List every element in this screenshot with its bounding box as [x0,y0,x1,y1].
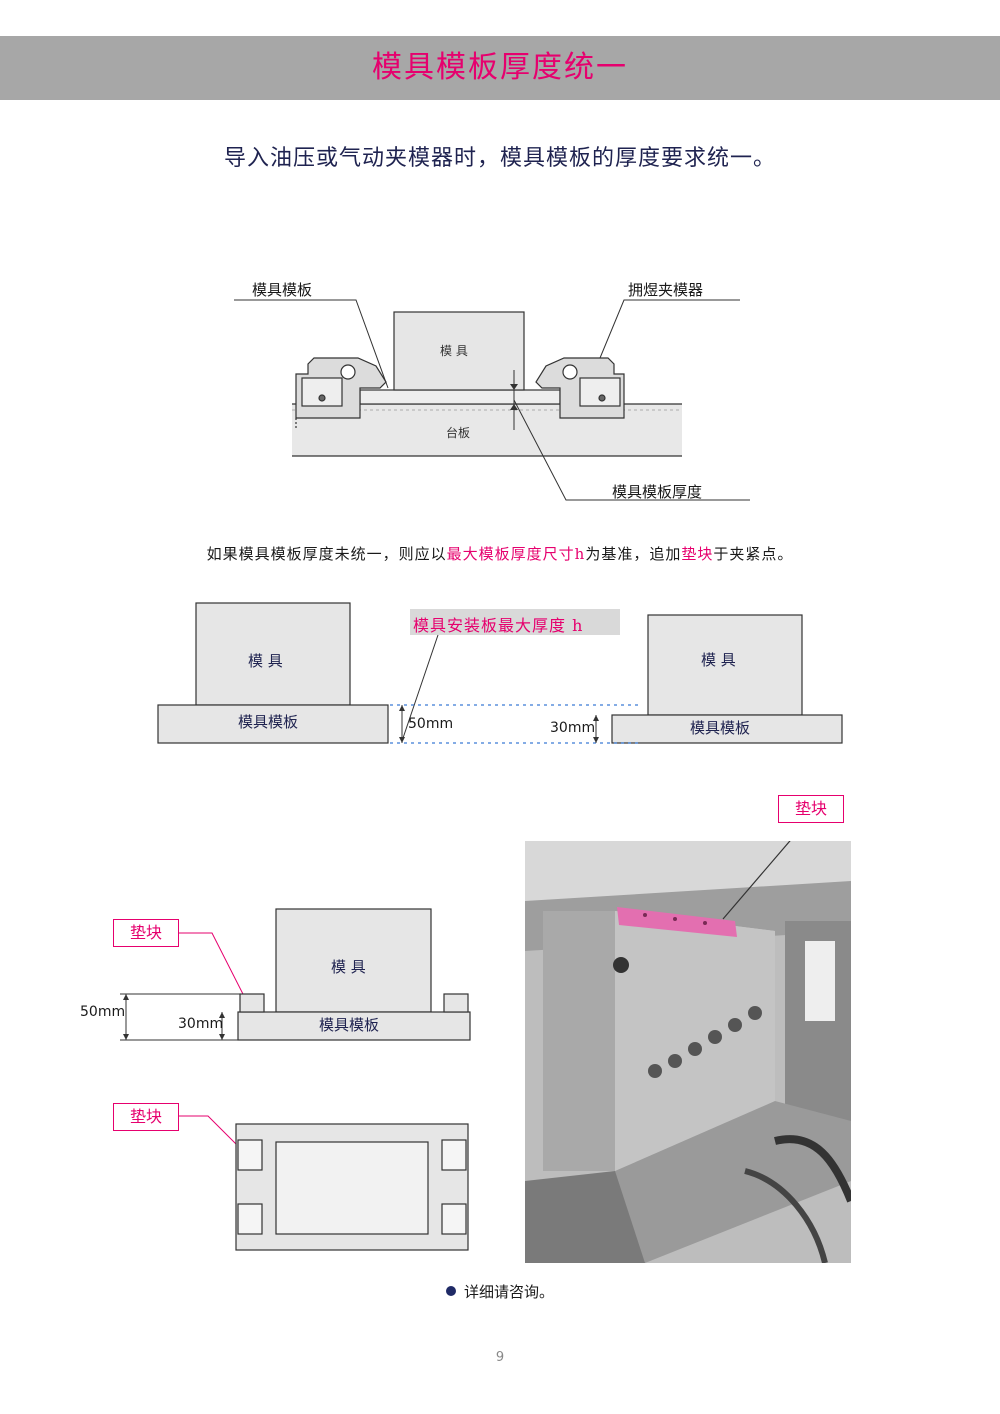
note-part3: 于夹紧点。 [713,545,794,563]
right-plate-label: 模具模板 [690,719,751,737]
clamp-overview-diagram [234,299,750,501]
note-highlight-spacer: 垫块 [681,545,714,563]
page-number: 9 [495,1350,505,1365]
note-part2: 为基准，追加 [585,545,682,563]
page-subtitle: 导入油压或气动夹模器时，模具模板的厚度要求统一。 [223,146,776,171]
right-mold-shape [647,614,803,716]
mold-footprint [275,1141,429,1235]
spacer-top-view-diagram [178,1115,469,1251]
side-dim-30-label: 30mm [178,1016,224,1032]
left-plate-label: 模具模板 [238,713,299,731]
photo-spacer-tag: 垫块 [778,795,844,823]
side-dim-50-label: 50mm [80,1004,126,1020]
side-mold-label: 模 具 [331,958,366,976]
spacer-top-right [441,1139,467,1171]
left-mold-label: 模 具 [248,652,283,670]
right-clamp-shape [535,357,625,419]
note-highlight-max: 最大模板厚度尺寸h [446,545,586,563]
consult-line: 详细请咨询。 [0,1281,1000,1302]
consult-text: 详细请咨询。 [463,1283,554,1301]
spacer-bottom-left [237,1203,263,1235]
dim-30-label: 30mm [550,720,596,736]
side-spacer-tag: 垫块 [113,919,179,947]
left-clamp-shape [295,357,387,430]
max-thickness-label-bg [410,609,620,635]
label-plate-thickness: 模具模板厚度 [612,483,703,501]
top-spacer-tag: 垫块 [113,1103,179,1131]
right-plate-shape [611,714,843,744]
spacer-top-left [237,1139,263,1171]
page-title: 模具模板厚度统一 [372,50,628,85]
mold-plate-shape [359,389,561,405]
spacer-installation-photo [525,841,851,1263]
title-bar [0,36,1000,100]
right-mold-label: 模 具 [701,651,736,669]
spacer-bottom-right [441,1203,467,1235]
spacer-left-shape [239,993,265,1013]
spacer-right-shape [443,993,469,1013]
dim-50-label: 50mm [408,716,454,732]
left-mold-shape [195,602,351,706]
label-clamp: 拥煜夹模器 [628,281,704,299]
max-thickness-label: 模具安装板最大厚度 h [413,616,584,635]
thickness-comparison-diagram [157,602,843,744]
label-mold-small: 模 具 [440,344,468,358]
spacer-side-view-diagram [120,908,471,1041]
side-plate-label: 模具模板 [319,1016,380,1034]
left-plate-shape [157,704,389,744]
plate-shape-3 [237,1011,471,1041]
bullet-dot-icon [445,1286,456,1296]
label-table: 台板 [446,426,471,440]
note-part1: 如果模具模板厚度未统一，则应以 [206,545,447,563]
instruction-note: 如果模具模板厚度未统一，则应以最大模板厚度尺寸h为基准，追加垫块于夹紧点。 [0,543,1000,564]
mold-shape [393,311,525,391]
label-mold-plate: 模具模板 [252,281,313,299]
mold-shape-3 [275,908,432,1013]
